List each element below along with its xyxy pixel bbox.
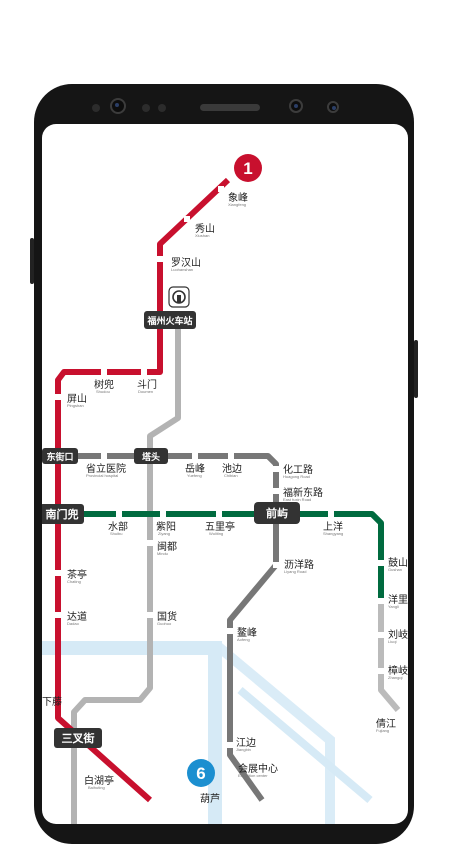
front-camera-icon: [289, 99, 303, 113]
station-yuefeng: 岳峰: [185, 463, 205, 475]
sensor-dot: [158, 104, 166, 112]
svg-text:Ziyang: Ziyang: [158, 531, 170, 536]
station-baihuting: 白湖亭: [84, 774, 114, 787]
svg-text:Pingshan: Pingshan: [67, 403, 84, 408]
sensor-dot: [142, 104, 150, 112]
svg-text:Provincial hospital: Provincial hospital: [86, 473, 118, 478]
station-guohuo: 国货: [157, 610, 177, 623]
svg-text:Yangli: Yangli: [388, 604, 399, 609]
station-cut-bottom: 葫芦: [200, 793, 220, 805]
station-cut-left: 下藤: [42, 696, 62, 708]
svg-text:Chating: Chating: [67, 579, 81, 584]
hub-tatou[interactable]: 塔头: [134, 448, 168, 464]
volume-button: [30, 238, 34, 284]
tatou-label: 塔头: [142, 451, 160, 462]
station-xiangfeng: 象峰: [228, 192, 248, 204]
front-camera-icon: [327, 101, 339, 113]
svg-text:Shangyang: Shangyang: [323, 531, 343, 536]
station-fujiang: 倩江: [376, 717, 396, 730]
line-6-number: 6: [196, 764, 205, 783]
svg-text:East fuxin Road: East fuxin Road: [283, 497, 311, 502]
hub-sanchajie[interactable]: 三叉街: [54, 728, 102, 748]
line-1-badge[interactable]: 1: [234, 154, 262, 182]
svg-text:Wuliting: Wuliting: [209, 531, 223, 536]
station-jiangbin: 江边: [236, 737, 256, 749]
hub-dongjiekou[interactable]: 东街口: [42, 448, 78, 464]
station-wuliting: 五里亭: [205, 520, 235, 533]
device-frame: 1 6 福州火车站 东街口 塔头: [30, 84, 418, 844]
station-huagonglu: 化工路: [283, 463, 313, 476]
svg-text:Baihuting: Baihuting: [88, 785, 105, 790]
station-liyanglu: 沥洋路: [284, 558, 314, 571]
qianyu-label: 前屿: [266, 506, 288, 520]
line-west-grey: [71, 318, 181, 824]
station-chating: 茶亭: [67, 568, 87, 581]
dongjiekou-label: 东街口: [46, 451, 73, 462]
station-mindu: 闽都: [157, 540, 177, 553]
station-zhangqi: 樟岐: [388, 664, 408, 677]
station-aofeng: 鳌峰: [237, 626, 257, 639]
sanchajie-label: 三叉街: [62, 731, 95, 745]
metro-map[interactable]: 1 6 福州火车站 东街口 塔头: [42, 124, 408, 824]
train-station-icon: [168, 286, 190, 308]
hub-fuzhou-station[interactable]: 福州火车站: [144, 311, 196, 329]
station-gushan: 鼓山: [388, 556, 408, 569]
svg-text:Shudou: Shudou: [96, 389, 110, 394]
svg-text:Exhibition center: Exhibition center: [238, 773, 268, 778]
svg-text:Chibian: Chibian: [224, 473, 238, 478]
svg-text:Huagong Road: Huagong Road: [283, 474, 310, 479]
svg-text:Xiangfeng: Xiangfeng: [228, 202, 246, 207]
svg-text:Gushan: Gushan: [388, 567, 402, 572]
line-6-badge[interactable]: 6: [187, 759, 215, 787]
station-ziyang: 紫阳: [156, 521, 176, 533]
svg-text:Guohuo: Guohuo: [157, 621, 172, 626]
line-1-number: 1: [243, 159, 252, 178]
station-pingshan: 屏山: [67, 393, 87, 405]
svg-text:Zhangqi: Zhangqi: [388, 675, 403, 680]
station-fuxindonglu: 福新东路: [283, 486, 323, 499]
river: [42, 641, 373, 824]
svg-text:Yuefeng: Yuefeng: [187, 473, 202, 478]
station-ticks: [55, 186, 384, 781]
station-doumen: 斗门: [137, 378, 157, 391]
station-xiushan: 秀山: [195, 223, 215, 235]
station-provincial-hospital: 省立医院: [86, 462, 126, 475]
svg-text:Liyang Road: Liyang Road: [284, 569, 306, 574]
metro-map-screen[interactable]: 1 6 福州火车站 东街口 塔头: [42, 124, 408, 824]
svg-text:Fujiang: Fujiang: [376, 728, 389, 733]
fuzhou-station-label: 福州火车站: [146, 315, 192, 326]
line-2-extension: [378, 598, 401, 712]
power-button: [414, 340, 418, 398]
iris-camera-icon: [110, 98, 126, 114]
hub-qianyu[interactable]: 前屿: [254, 502, 300, 524]
nanmendou-label: 南门兜: [46, 507, 79, 521]
station-labels: 象峰 Xiangfeng 秀山 Xiushan 罗汉山 Luohanshan 树…: [42, 192, 408, 805]
station-dadao: 达道: [67, 610, 87, 623]
earpiece-speaker: [200, 104, 260, 111]
svg-text:Liuqi: Liuqi: [388, 639, 397, 644]
proximity-sensor: [92, 104, 100, 112]
line-1: [55, 177, 231, 803]
station-exhibition: 会展中心: [238, 762, 278, 775]
station-shudou: 树兜: [94, 378, 114, 391]
station-liuqi: 刘岐: [388, 628, 408, 641]
station-luohanshan: 罗汉山: [171, 257, 201, 269]
station-yangli: 洋里: [388, 593, 408, 606]
svg-text:Luohanshan: Luohanshan: [171, 267, 193, 272]
svg-text:Doumen: Doumen: [138, 389, 153, 394]
svg-text:Jiangbin: Jiangbin: [236, 747, 251, 752]
svg-text:Dadao: Dadao: [67, 621, 80, 626]
svg-text:Mindu: Mindu: [157, 551, 168, 556]
station-shuibu: 水部: [108, 520, 128, 533]
station-shangyang: 上洋: [323, 520, 343, 533]
station-chibian: 池边: [222, 462, 242, 475]
svg-text:Xiushan: Xiushan: [195, 233, 209, 238]
svg-text:Aofeng: Aofeng: [237, 637, 250, 642]
hub-nanmendou[interactable]: 南门兜: [42, 504, 84, 524]
svg-text:Shuibu: Shuibu: [110, 531, 122, 536]
